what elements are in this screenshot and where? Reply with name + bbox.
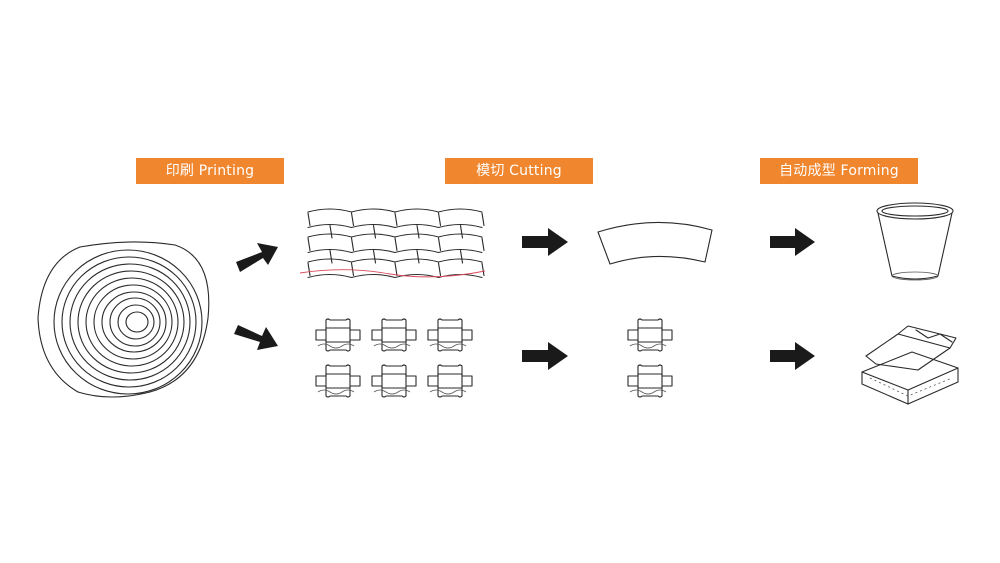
outline-stroke: [394, 212, 398, 227]
outline-stroke: [372, 224, 377, 239]
printed-box-sheet-icon: [315, 318, 473, 398]
outline-stroke: [437, 327, 463, 343]
outline-stroke: [317, 389, 355, 395]
outline-stroke: [627, 364, 673, 398]
outline-stroke: [459, 224, 464, 239]
right-arrow-icon: [522, 342, 568, 370]
outline-stroke: [394, 237, 398, 252]
outline-stroke: [307, 273, 483, 279]
outline-stroke: [315, 364, 361, 398]
outline-stroke: [371, 364, 417, 398]
stage-label-forming: 自动成型 Forming: [760, 158, 918, 184]
paper-roll-icon: [37, 241, 210, 398]
outline-stroke: [315, 318, 361, 352]
outline-stroke: [307, 258, 483, 263]
outline-stroke: [381, 373, 407, 389]
outline-stroke: [381, 327, 407, 343]
outline-stroke: [437, 262, 442, 277]
outline-stroke: [427, 318, 473, 352]
outline-stroke: [350, 262, 355, 277]
outline-stroke: [329, 224, 333, 239]
outline-stroke: [317, 343, 355, 349]
outline-stroke: [629, 343, 667, 349]
outline-stroke: [481, 262, 485, 277]
outline-stroke: [307, 223, 483, 229]
outline-stroke: [627, 318, 673, 352]
outline-stroke: [416, 224, 420, 239]
outline-stroke: [416, 249, 420, 264]
outline-stroke: [437, 237, 442, 252]
outline-stroke: [371, 318, 417, 352]
outline-stroke: [307, 262, 311, 277]
folded-box-icon: [861, 325, 959, 405]
outline-stroke: [372, 249, 377, 264]
printed-cup-sheet-icon: [307, 208, 485, 279]
box-blank-icon: [627, 318, 673, 398]
outline-stroke: [373, 343, 411, 349]
cup-fan-blank-icon: [597, 221, 713, 265]
outline-stroke: [307, 248, 483, 254]
outline-stroke: [429, 389, 467, 395]
outline-stroke: [329, 249, 333, 264]
outline-stroke: [437, 373, 463, 389]
stage-label-printing: 印刷 Printing: [136, 158, 284, 184]
outline-stroke: [307, 237, 311, 252]
outline-stroke: [481, 237, 485, 252]
outline-stroke: [459, 249, 464, 264]
outline-stroke: [325, 327, 351, 343]
outline-stroke: [629, 389, 667, 395]
stage-label-cutting: 模切 Cutting: [445, 158, 593, 184]
paper-cup-icon: [876, 202, 954, 281]
outline-stroke: [429, 343, 467, 349]
outline-stroke: [307, 212, 311, 227]
outline-stroke: [325, 373, 351, 389]
outline-stroke: [350, 212, 355, 227]
outline-stroke: [637, 373, 663, 389]
right-arrow-icon: [522, 228, 568, 256]
outline-stroke: [307, 208, 483, 213]
outline-stroke: [394, 262, 398, 277]
right-arrow-icon: [236, 243, 278, 272]
outline-stroke: [307, 233, 483, 238]
outline-stroke: [373, 389, 411, 395]
outline-stroke: [437, 212, 442, 227]
right-arrow-icon: [770, 342, 815, 370]
right-arrow-icon: [234, 325, 278, 350]
outline-stroke: [481, 212, 485, 227]
outline-stroke: [427, 364, 473, 398]
outline-stroke: [637, 327, 663, 343]
right-arrow-icon: [770, 228, 815, 256]
outline-stroke: [350, 237, 355, 252]
